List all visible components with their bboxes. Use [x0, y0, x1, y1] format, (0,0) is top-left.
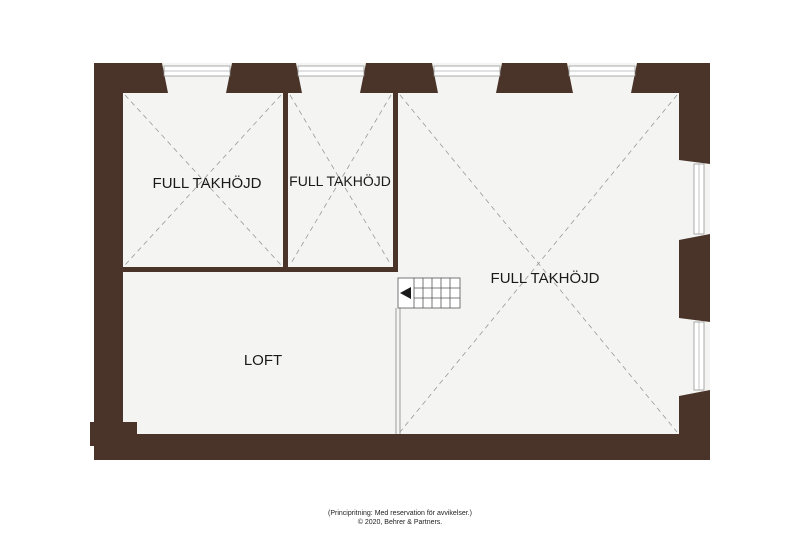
stair-direction-arrow-icon: [400, 287, 411, 299]
disclaimer-text: (Principritning: Med reservation för avv…: [328, 510, 472, 517]
window-right-1: [679, 160, 710, 240]
copyright-text: © 2020, Behrer & Partners.: [357, 519, 443, 526]
room-label-top-middle: FULL TAKHÖJD: [289, 172, 391, 189]
room-label-right: FULL TAKHÖJD: [491, 269, 600, 287]
room-label-loft: LOFT: [244, 352, 282, 369]
window-top-1: [162, 63, 232, 93]
window-top-4: [567, 63, 637, 93]
floor-loft: [123, 272, 398, 434]
loft-corner-notch: [123, 422, 137, 434]
window-right-2: [679, 318, 710, 396]
ceiling-diagonals: [124, 94, 678, 433]
plan-footer: (Principritning: Med reservation för avv…: [0, 509, 800, 527]
window-top-2: [296, 63, 366, 93]
floor-room-top-middle: [288, 93, 393, 267]
window-top-3: [432, 63, 502, 93]
wall-stub: [90, 422, 98, 446]
room-label-top-left: FULL TAKHÖJD: [153, 174, 262, 192]
